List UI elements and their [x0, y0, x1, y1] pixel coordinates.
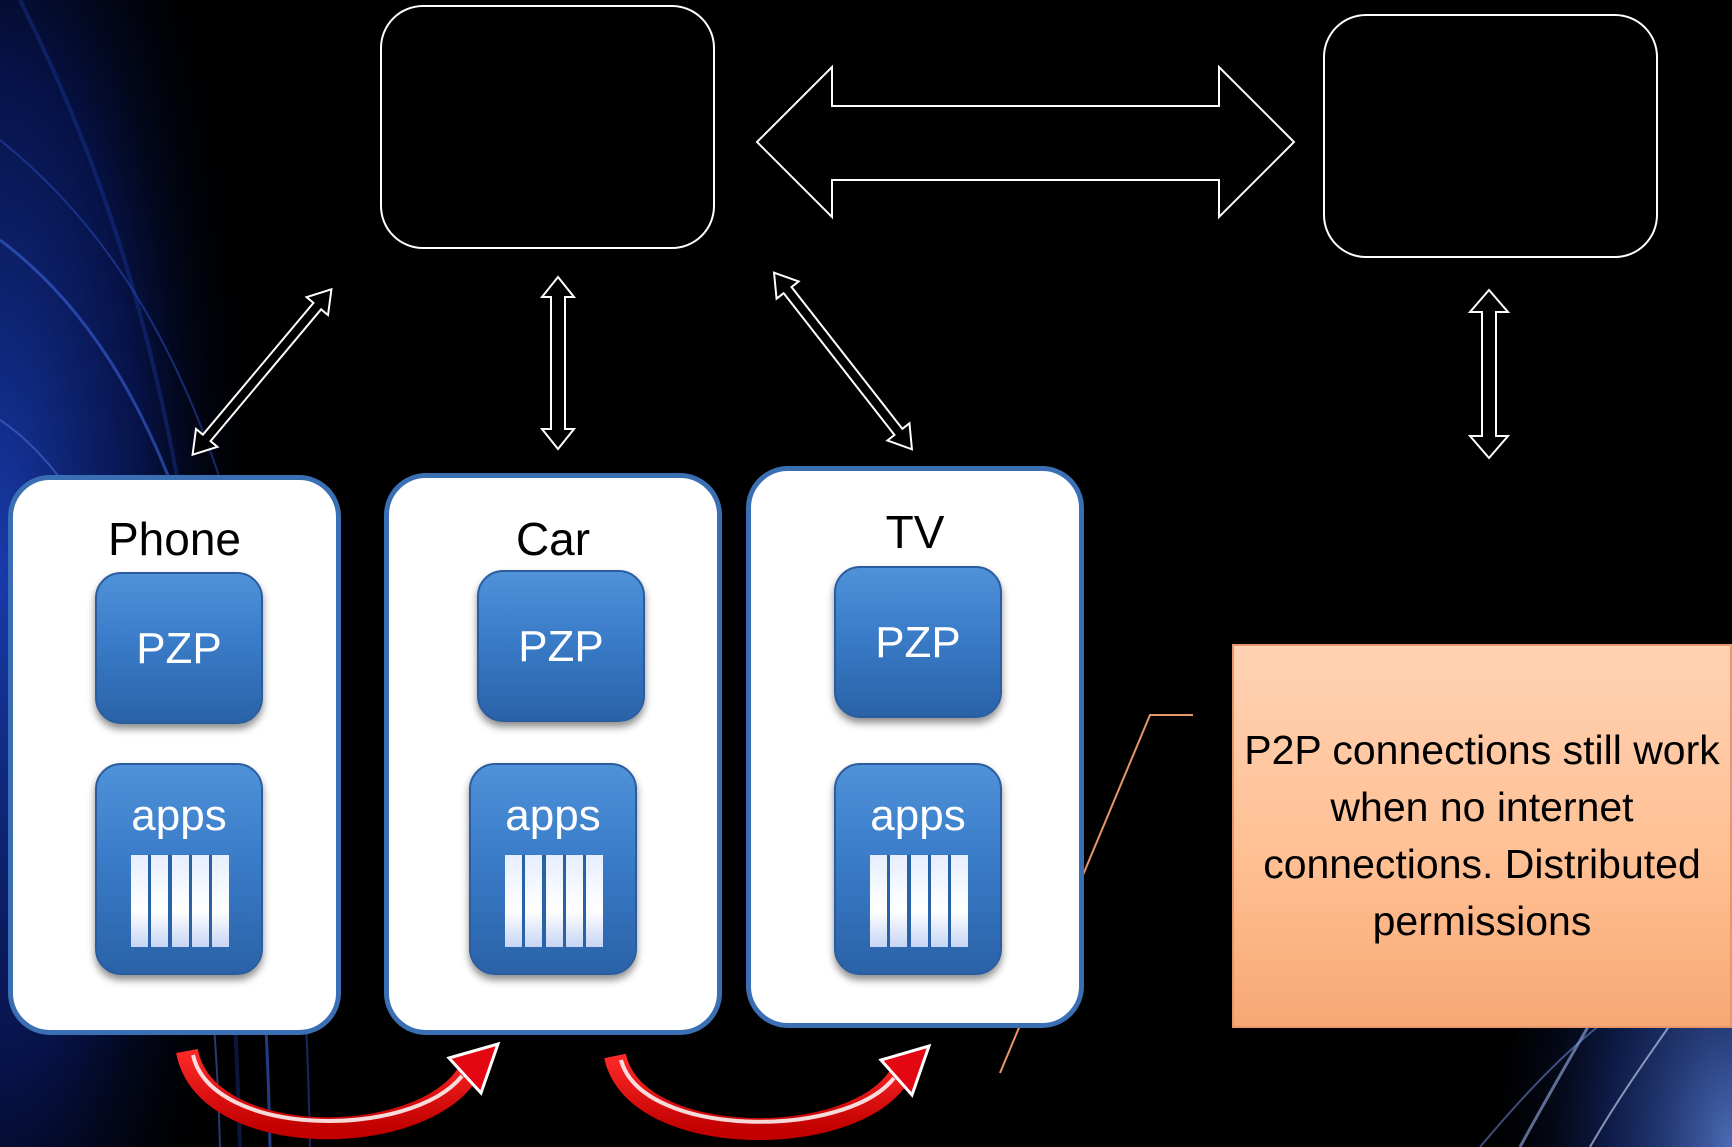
app-stack-icon: [505, 855, 603, 947]
apps-block: apps: [834, 763, 1002, 975]
apps-label: apps: [505, 791, 601, 840]
device-tv: TV PZP apps: [746, 466, 1084, 1028]
device-label: Car: [515, 513, 591, 565]
right-hub-arrow: [1467, 288, 1511, 460]
app-stack-icon: [870, 855, 968, 947]
apps-label: apps: [131, 791, 227, 840]
hub-box-right: [1323, 14, 1658, 258]
pzp-label: PZP: [136, 624, 222, 673]
hub-link-arrow: [755, 64, 1296, 220]
p2p-arrow-phone-car: [176, 1041, 501, 1140]
pzp-label: PZP: [875, 618, 961, 667]
device-car: Car PZP apps: [384, 473, 722, 1035]
hub-box-left: [380, 5, 715, 249]
phone-hub-arrow: [191, 287, 333, 457]
apps-label: apps: [870, 791, 966, 840]
device-label: TV: [885, 506, 945, 558]
p2p-arrow-car-tv: [604, 1043, 932, 1141]
callout-box: P2P connections still work when no inter…: [1232, 644, 1732, 1028]
pzp-block: PZP: [834, 566, 1002, 718]
app-stack-icon: [131, 855, 229, 947]
pzp-block: PZP: [477, 570, 645, 722]
car-hub-arrow: [539, 275, 577, 451]
device-phone: Phone PZP apps: [8, 475, 341, 1035]
apps-block: apps: [469, 763, 637, 975]
device-label: Phone: [107, 513, 241, 565]
callout-text: P2P connections still work when no inter…: [1244, 727, 1720, 944]
pzp-block: PZP: [95, 572, 263, 724]
tv-hub-arrow: [772, 271, 914, 451]
pzp-label: PZP: [518, 622, 604, 671]
apps-block: apps: [95, 763, 263, 975]
